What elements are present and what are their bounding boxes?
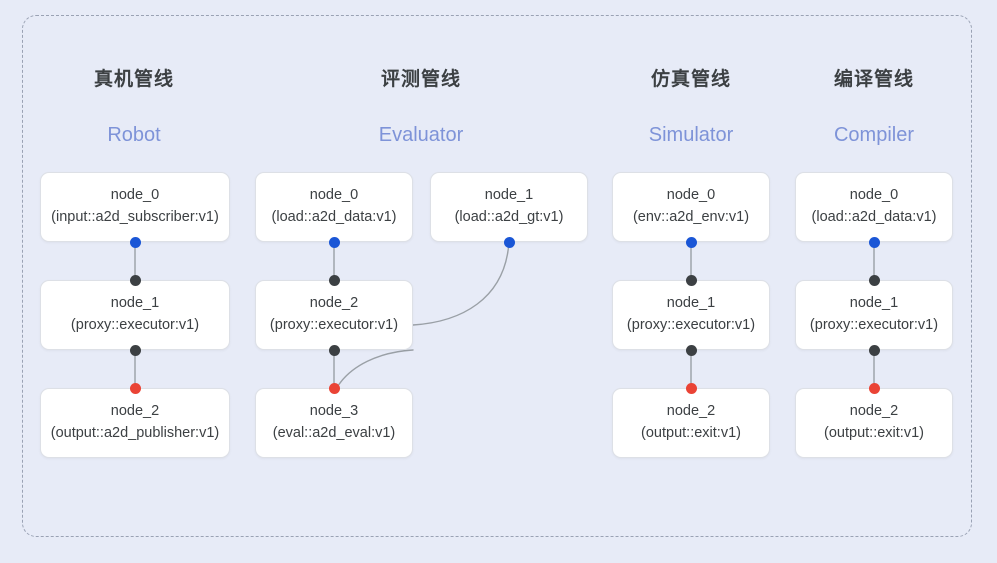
column-heading-cn-robot: 真机管线 — [93, 69, 174, 90]
edge-eval-2-3-curve — [335, 349, 414, 390]
node-spec-label: (proxy::executor:v1) — [269, 317, 399, 333]
node-spec-label: (eval::a2d_eval:v1) — [272, 425, 396, 441]
column-heading-en-robot: Robot — [107, 124, 161, 146]
node-box-e1[interactable]: node_1(load::a2d_gt:v1) — [430, 172, 588, 242]
node-box-c2[interactable]: node_2(output::exit:v1) — [795, 388, 953, 458]
node-spec-label: (output::exit:v1) — [824, 425, 924, 441]
column-heading-en-compiler: Compiler — [833, 124, 915, 146]
node-box-e3[interactable]: node_3(eval::a2d_eval:v1) — [255, 388, 413, 458]
node-name-label: node_0 — [849, 187, 899, 204]
node-name-label: node_0 — [666, 187, 716, 204]
node-name-label: node_2 — [666, 403, 716, 420]
column-heading-cn-simulator: 仿真管线 — [650, 69, 731, 90]
column-heading-en-evaluator: Evaluator — [378, 124, 464, 146]
node-name-label: node_1 — [666, 295, 716, 312]
node-name-label: node_0 — [110, 187, 160, 204]
node-box-r2[interactable]: node_2(output::a2d_publisher:v1) — [40, 388, 230, 458]
node-name-label: node_2 — [309, 295, 359, 312]
node-name-label: node_1 — [484, 187, 534, 204]
node-spec-label: (load::a2d_data:v1) — [811, 209, 937, 225]
node-name-label: node_0 — [309, 187, 359, 204]
node-spec-label: (proxy::executor:v1) — [809, 317, 939, 333]
column-heading-cn-evaluator: 评测管线 — [380, 69, 461, 90]
node-spec-label: (input::a2d_subscriber:v1) — [51, 209, 219, 225]
edge-eval-1-2-curve — [412, 241, 510, 326]
node-box-e0[interactable]: node_0(load::a2d_data:v1) — [255, 172, 413, 242]
node-spec-label: (proxy::executor:v1) — [626, 317, 756, 333]
node-name-label: node_1 — [849, 295, 899, 312]
node-spec-label: (env::a2d_env:v1) — [632, 209, 750, 225]
node-spec-label: (output::exit:v1) — [641, 425, 741, 441]
node-box-r0[interactable]: node_0(input::a2d_subscriber:v1) — [40, 172, 230, 242]
column-heading-en-simulator: Simulator — [648, 124, 734, 146]
node-spec-label: (load::a2d_gt:v1) — [454, 209, 564, 225]
node-spec-label: (load::a2d_data:v1) — [271, 209, 397, 225]
node-box-e2[interactable]: node_2(proxy::executor:v1) — [255, 280, 413, 350]
diagram-dashed-frame — [22, 15, 972, 537]
node-box-s1[interactable]: node_1(proxy::executor:v1) — [612, 280, 770, 350]
node-name-label: node_2 — [110, 403, 160, 420]
node-box-r1[interactable]: node_1(proxy::executor:v1) — [40, 280, 230, 350]
node-name-label: node_2 — [849, 403, 899, 420]
node-box-c0[interactable]: node_0(load::a2d_data:v1) — [795, 172, 953, 242]
node-box-s2[interactable]: node_2(output::exit:v1) — [612, 388, 770, 458]
column-heading-cn-compiler: 编译管线 — [833, 69, 914, 90]
node-box-s0[interactable]: node_0(env::a2d_env:v1) — [612, 172, 770, 242]
node-name-label: node_1 — [110, 295, 160, 312]
node-spec-label: (proxy::executor:v1) — [70, 317, 200, 333]
node-spec-label: (output::a2d_publisher:v1) — [50, 425, 220, 441]
node-name-label: node_3 — [309, 403, 359, 420]
node-box-c1[interactable]: node_1(proxy::executor:v1) — [795, 280, 953, 350]
